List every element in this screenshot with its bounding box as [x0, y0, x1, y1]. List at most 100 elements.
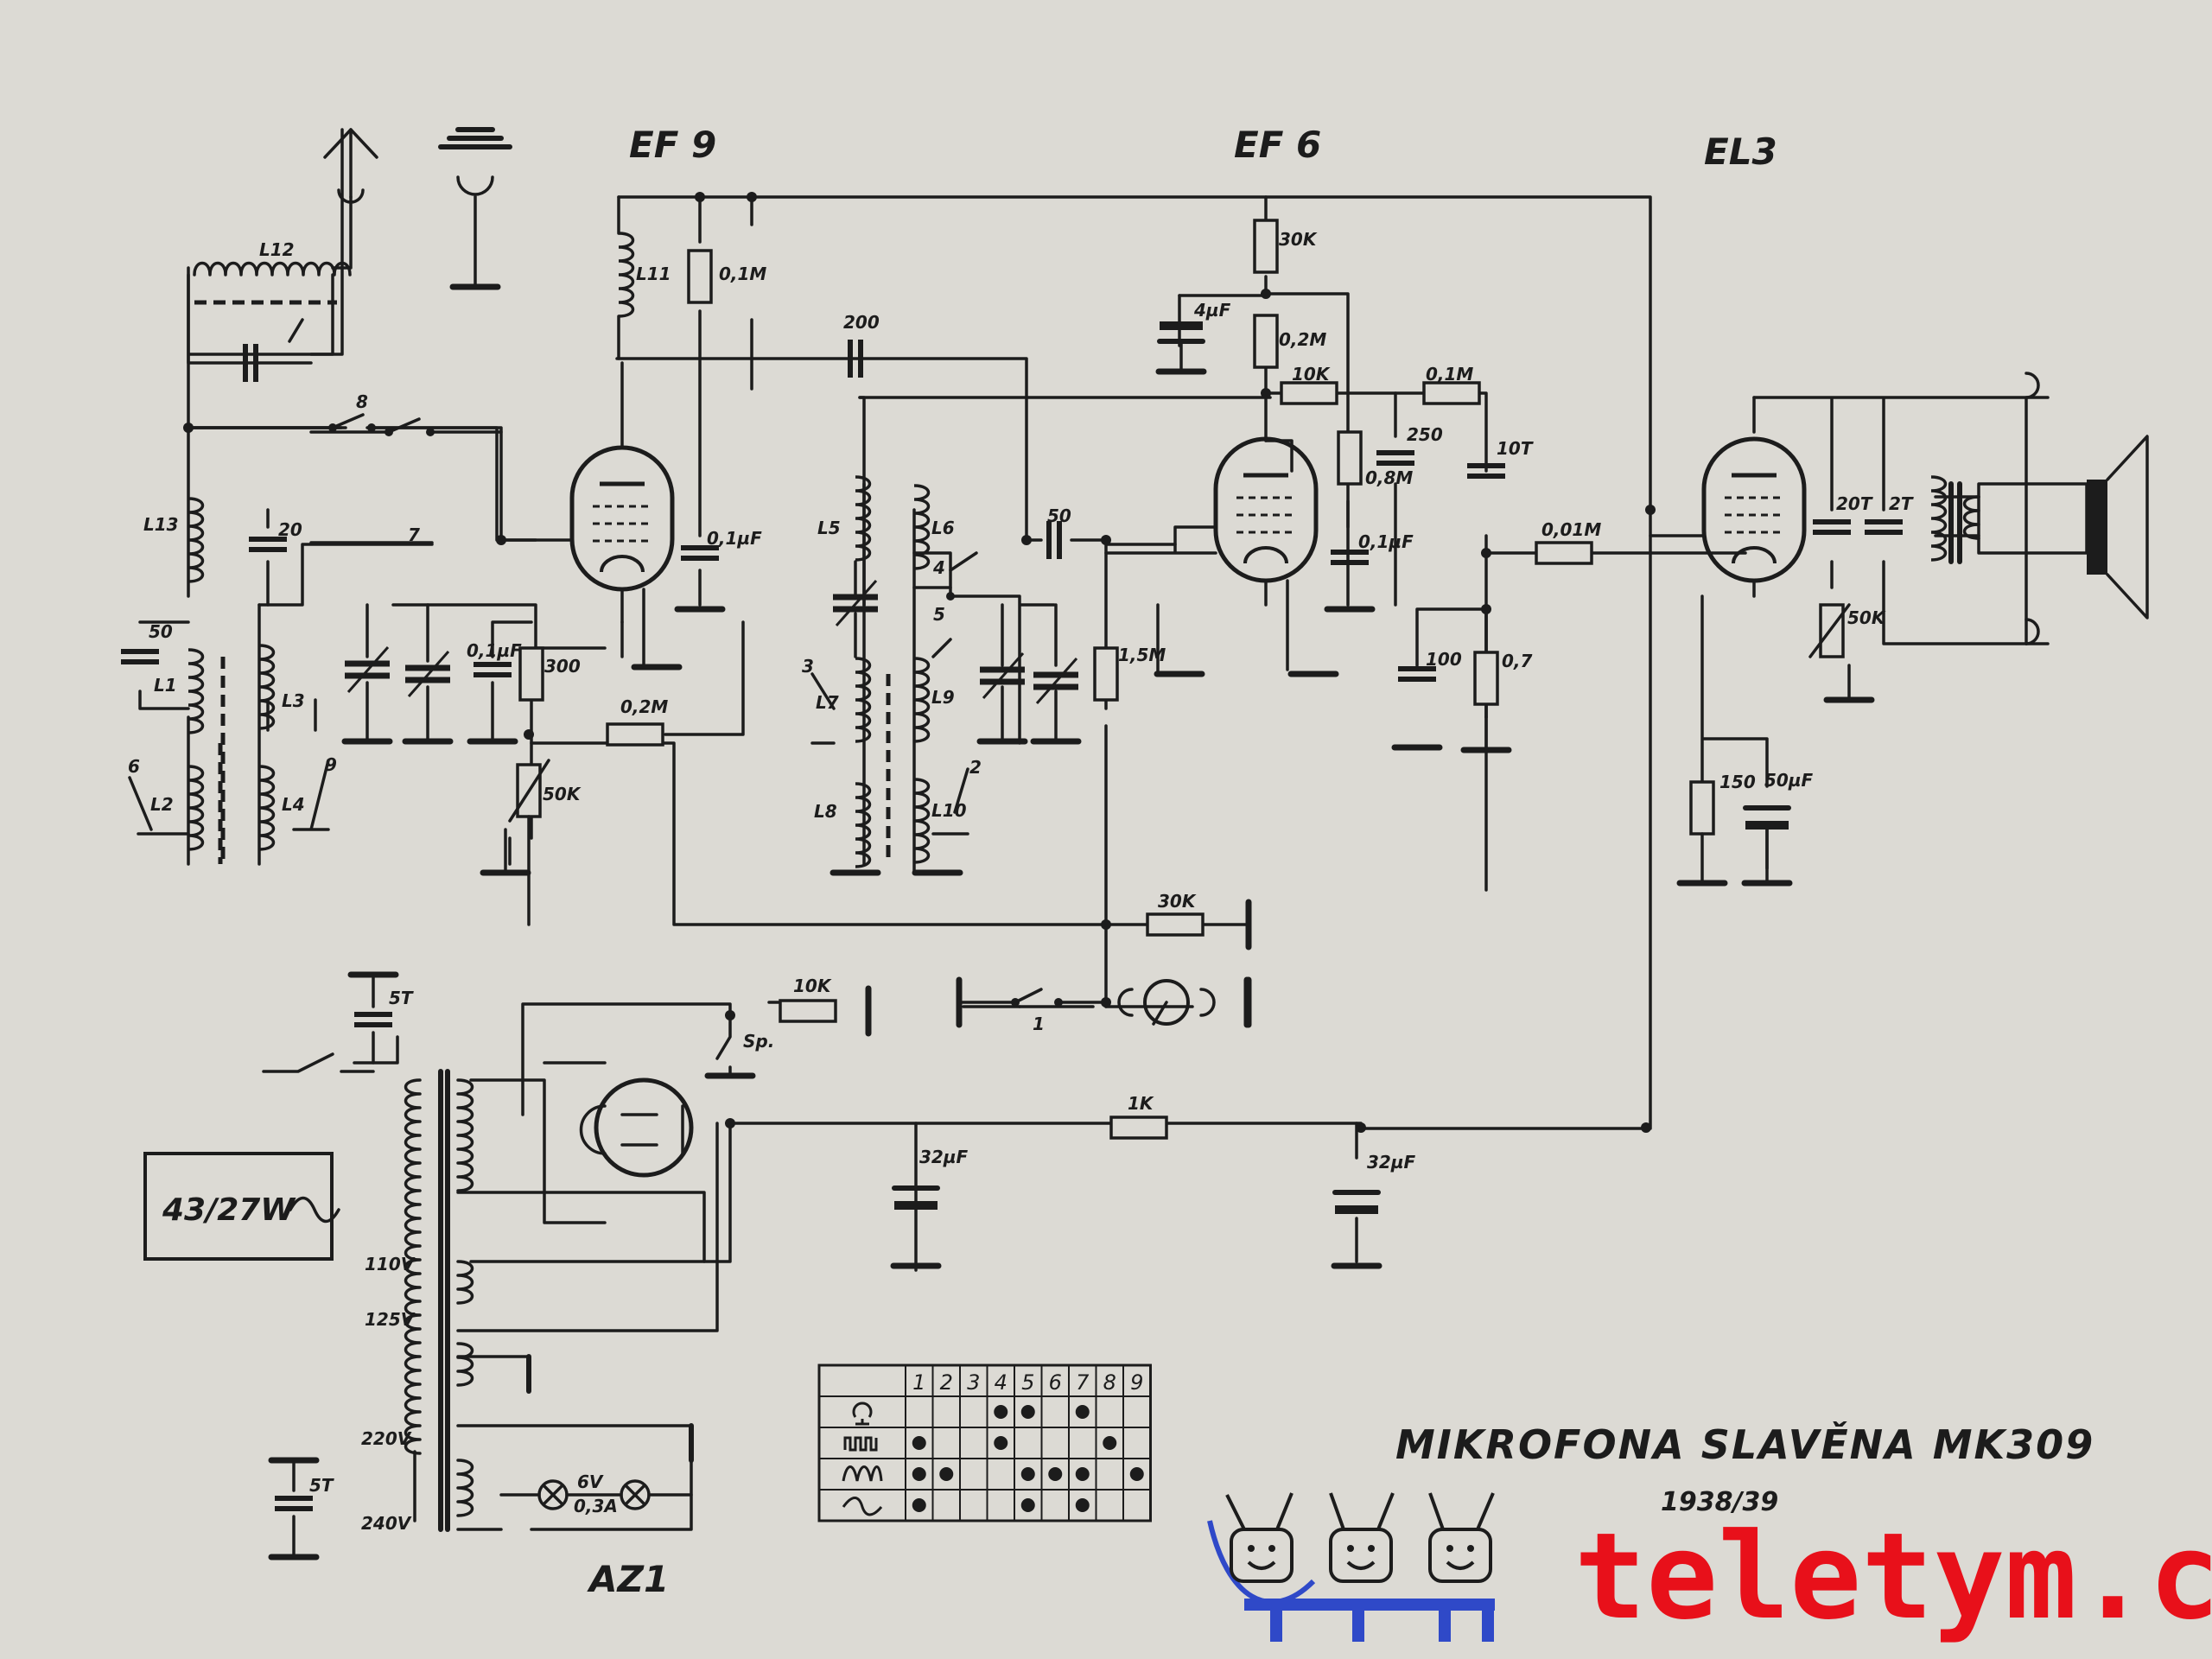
cap-0-1uf-a — [681, 548, 719, 558]
junction-dots — [183, 192, 1656, 1133]
switch-number-1: 1 — [1033, 1014, 1045, 1034]
tube-label-ef6: EF 6 — [1234, 124, 1321, 166]
label-c4uf: 4µF — [1193, 300, 1231, 321]
cap-100 — [1398, 669, 1436, 679]
microphone-icon — [852, 1402, 873, 1426]
label-p50k-a: 50K — [543, 784, 582, 804]
switch-number-6: 6 — [128, 756, 140, 777]
label-r01m-a: 0,1M — [719, 264, 766, 284]
table-column-header: 2 — [940, 1370, 953, 1395]
switch-number-7: 7 — [408, 524, 420, 545]
table-dot — [912, 1467, 926, 1481]
label-lamp: 6V — [577, 1471, 604, 1492]
cap-32uf-b — [1334, 1190, 1379, 1266]
label-l3: L3 — [282, 690, 305, 711]
res-30k-a — [1253, 219, 1279, 274]
ac-symbol-icon — [289, 1196, 340, 1224]
pot-50k-b — [1819, 603, 1845, 658]
tube-label-ef9: EF 9 — [629, 124, 716, 166]
label-c32uf-a: 32µF — [919, 1147, 969, 1167]
tube-ef6 — [1216, 439, 1316, 581]
earth-icon — [438, 127, 512, 287]
cap-250 — [1376, 453, 1414, 463]
table-dot — [1129, 1467, 1144, 1481]
res-150 — [1689, 780, 1715, 836]
cap-5t-b — [275, 1498, 313, 1509]
label-r30k-a: 30K — [1279, 229, 1318, 250]
label-c01uf-a: 0,1µF — [707, 528, 762, 549]
label-l9: L9 — [931, 687, 955, 708]
cap-2t — [1865, 522, 1903, 532]
label-v220: 220V — [361, 1428, 412, 1449]
switch-number-8: 8 — [356, 391, 368, 412]
label-l13: L13 — [143, 514, 179, 535]
label-r01m-b: 0,1M — [1426, 364, 1473, 385]
label-r30k-b: 30K — [1158, 891, 1197, 912]
cap-0-1uf-c — [1331, 552, 1369, 563]
coil-l11 — [617, 232, 635, 318]
title-main: MIKROFONA SLAVĚNA MK309 — [1395, 1421, 2094, 1468]
coil-l12 — [187, 261, 352, 383]
label-lamp2: 0,3A — [574, 1496, 618, 1516]
label-l7: L7 — [816, 692, 839, 713]
cap-20 — [249, 539, 287, 550]
table-column-header: 7 — [1076, 1370, 1090, 1395]
table-dot — [1103, 1436, 1117, 1450]
label-l5: L5 — [817, 518, 841, 538]
res-0-2m-a — [606, 722, 664, 747]
microphone-jack-icon — [1117, 980, 1247, 1025]
table-dot — [912, 1498, 926, 1512]
cap-32uf-a — [893, 1185, 938, 1266]
res-0-2m-b — [1253, 314, 1279, 369]
res-0-1m-b — [1422, 381, 1481, 405]
label-c50uf: 50µF — [1764, 770, 1814, 791]
label-p50k-b: 50K — [1847, 607, 1886, 628]
label-r150: 150 — [1719, 772, 1756, 792]
label-l1: L1 — [154, 675, 177, 696]
table-column-header: 6 — [1049, 1370, 1062, 1395]
tube-el3 — [1704, 439, 1804, 581]
label-r300: 300 — [544, 656, 581, 677]
res-0-01m — [1535, 541, 1593, 565]
label-c01uf-c: 0,1µF — [1358, 531, 1414, 552]
cap-50-b — [1049, 521, 1059, 559]
table-column-header: 4 — [995, 1370, 1007, 1395]
mascot-logo — [1207, 1492, 1495, 1642]
label-l2: L2 — [150, 794, 174, 815]
coil-l3 — [257, 644, 276, 730]
label-c50-a: 50 — [149, 621, 173, 642]
coil-l9 — [912, 657, 931, 743]
table-dot — [912, 1436, 926, 1450]
coil-l6 — [912, 484, 931, 570]
coil-l13 — [187, 497, 205, 583]
table-dot — [1075, 1467, 1090, 1481]
output-transformer — [1929, 475, 1980, 564]
coil-l7 — [854, 657, 872, 743]
power-transformer — [404, 1069, 694, 1532]
wiring — [187, 128, 2088, 1531]
res-0-7 — [1473, 651, 1499, 706]
label-c2t: 2T — [1889, 493, 1914, 514]
label-r10k-b: 10K — [793, 976, 832, 996]
label-c5t-b: 5T — [309, 1475, 334, 1496]
table-dot — [1075, 1405, 1090, 1419]
tube-label-el3: EL3 — [1704, 130, 1777, 173]
label-c20: 20 — [278, 519, 302, 540]
coil-l10 — [912, 778, 931, 864]
coil-l5 — [854, 475, 872, 562]
label-r07: 0,7 — [1502, 651, 1533, 671]
res-10k-b — [779, 999, 837, 1023]
label-r02m-b: 0,2M — [1279, 329, 1326, 350]
label-c250: 250 — [1407, 424, 1443, 445]
long-wave-icon — [842, 1497, 883, 1516]
label-sp: Sp. — [743, 1031, 774, 1052]
switch-number-9: 9 — [325, 754, 337, 775]
short-wave-icon — [843, 1436, 878, 1452]
res-1k — [1109, 1116, 1168, 1140]
label-v240: 240V — [361, 1513, 412, 1534]
cap-5t-a — [354, 1014, 392, 1025]
label-c50-b: 50 — [1047, 505, 1071, 526]
switch-number-4: 4 — [932, 557, 945, 578]
table-dot — [994, 1405, 1008, 1419]
